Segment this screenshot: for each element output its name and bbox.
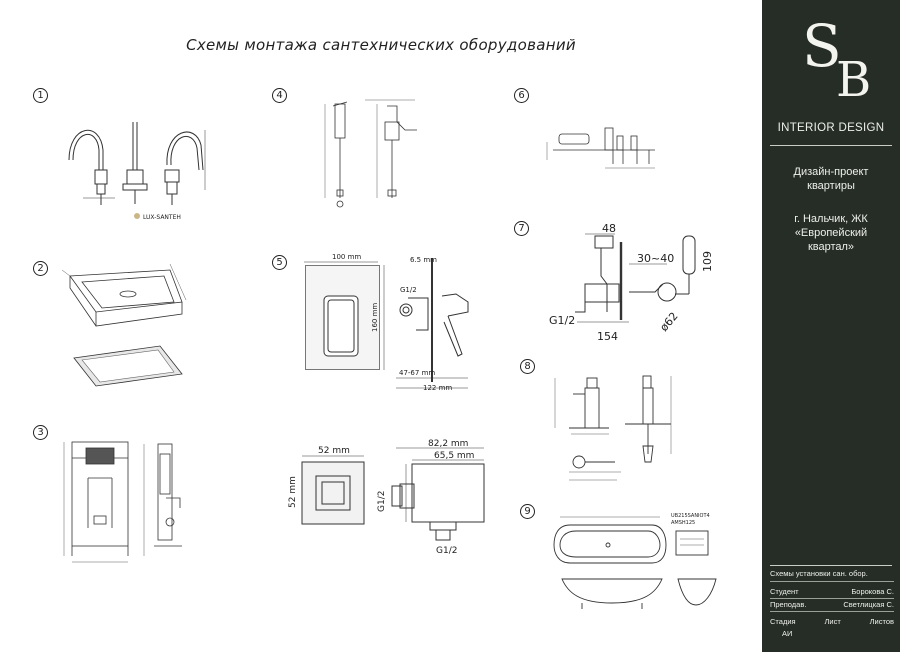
lever-mixer-drawing (554, 375, 672, 481)
student-row: Студент Борокова С. (770, 587, 894, 596)
bath-code-2: AMSH125 (671, 520, 695, 526)
stage-value: АИ (782, 629, 793, 638)
bath-code-1: UB215SANIOT4 (671, 513, 710, 519)
wall-outlet-drawing: 52 mm 52 mm 82,2 mm 65,5 mm G1/2 G1/2 (288, 439, 485, 556)
dim-109: 109 (701, 251, 714, 272)
stage-row: Стадия Лист Листов (770, 617, 894, 626)
logo-letter-s: S (802, 12, 842, 80)
basin-mixer-drawing (324, 99, 417, 208)
dim-d62: ø62 (657, 310, 680, 334)
item-number-5: 5 (272, 255, 287, 270)
dim-b-width: 52 mm (318, 446, 350, 456)
item-number-8: 8 (520, 359, 535, 374)
item-number-6: 6 (514, 88, 529, 103)
sidebar: S B INTERIOR DESIGN Дизайн-проект кварти… (762, 0, 900, 652)
project-location: г. Нальчик, ЖК «Европейский квартал» (794, 213, 868, 253)
drawing-sheet: Схемы монтажа сантехнических оборудовани… (33, 36, 717, 609)
dim-depth: 6.5 mm (410, 256, 437, 264)
stage-label: Стадия (770, 617, 796, 626)
project-title: Дизайн-проект квартиры (793, 166, 869, 192)
logo-letter-b: B (836, 52, 872, 108)
bath-mixer-drawing (546, 127, 655, 169)
dim-height: 160 mm (371, 303, 379, 332)
dim-width: 100 mm (332, 253, 361, 261)
dim-b-thread-v: G1/2 (377, 491, 387, 512)
item-number-2: 2 (33, 261, 48, 276)
divider (770, 581, 894, 582)
item-number-7: 7 (514, 221, 529, 236)
dim-range: 47-67 mm (399, 369, 435, 377)
divider (770, 145, 892, 146)
dim-b-thread-h: G1/2 (436, 546, 457, 556)
sheets-label: Листов (869, 617, 894, 626)
bathtub-drawing: UB215SANIOT4 AMSH125 (553, 513, 717, 609)
dim-b-len1: 82,2 mm (428, 439, 468, 449)
title-block: Схемы установки сан. обор. Студент Борок… (770, 569, 894, 649)
teacher-label: Преподав. (770, 600, 807, 609)
teacher-name: Светлицкая С. (843, 600, 894, 609)
item-number-1: 1 (33, 88, 48, 103)
sheet-name: Схемы установки сан. обор. (770, 569, 868, 578)
hygienic-shower-drawing: 48 30~40 109 G1/2 154 ø62 (549, 222, 714, 343)
dim-range-7: 30~40 (637, 252, 674, 265)
item-number-4: 4 (272, 88, 287, 103)
item-number-9: 9 (520, 504, 535, 519)
dim-thread-7: G1/2 (549, 314, 575, 327)
dim-total: 122 mm (423, 384, 452, 392)
sink-drawing (61, 263, 187, 387)
divider (770, 565, 892, 566)
student-name: Борокова С. (851, 587, 894, 596)
student-label: Студент (770, 587, 799, 596)
divider (770, 598, 894, 599)
sheet-name-row: Схемы установки сан. обор. (770, 569, 894, 578)
dim-b-len2: 65,5 mm (434, 451, 474, 461)
faucet-drawing: LUX-SANTEH (68, 122, 206, 221)
dim-48: 48 (602, 222, 616, 235)
teacher-row: Преподав. Светлицкая С. (770, 600, 894, 609)
divider (770, 611, 894, 612)
installation-frame-drawing (63, 441, 182, 563)
page-title: Схемы монтажа сантехнических оборудовани… (186, 36, 576, 54)
brand-label: LUX-SANTEH (143, 214, 181, 221)
dim-b-height: 52 mm (288, 476, 298, 508)
company-name: INTERIOR DESIGN (777, 122, 885, 134)
sheet-label: Лист (824, 617, 841, 626)
concealed-mixer-drawing: 100 mm 160 mm 6.5 mm G1/2 47-67 mm 122 m… (304, 253, 469, 392)
stage-value-row: АИ (770, 629, 894, 638)
dim-thread: G1/2 (400, 286, 417, 294)
dim-154: 154 (597, 330, 618, 343)
item-number-3: 3 (33, 425, 48, 440)
